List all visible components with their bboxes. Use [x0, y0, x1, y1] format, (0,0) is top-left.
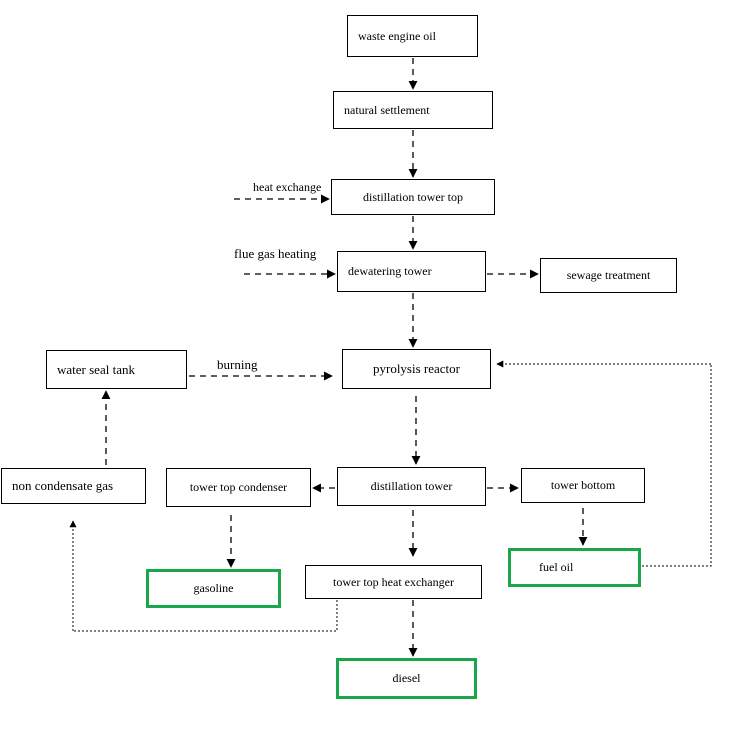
box-tower-bottom: tower bottom: [521, 468, 645, 503]
label-burning: burning: [217, 357, 258, 372]
box-dewatering-tower: dewatering tower: [337, 251, 486, 292]
label-flue-gas-heating: flue gas heating: [234, 246, 317, 261]
box-gasoline: gasoline: [146, 569, 281, 608]
loop-fuel-oil-to-pyrolysis: [642, 364, 712, 567]
box-natural-settlement: natural settlement: [333, 91, 493, 129]
label-heat-exchange: heat exchange: [253, 180, 322, 194]
box-tower-top-condenser: tower top condenser: [166, 468, 311, 507]
box-water-seal-tank: water seal tank: [46, 350, 187, 389]
box-distillation-tower: distillation tower: [337, 467, 486, 506]
box-fuel-oil: fuel oil: [508, 548, 641, 587]
box-waste-engine-oil: waste engine oil: [347, 15, 478, 57]
box-pyrolysis-reactor: pyrolysis reactor: [342, 349, 491, 389]
box-diesel: diesel: [336, 658, 477, 699]
box-distillation-tower-top: distillation tower top: [331, 179, 495, 215]
box-sewage-treatment: sewage treatment: [540, 258, 677, 293]
box-non-condensate-gas: non condensate gas: [1, 468, 146, 504]
box-tower-top-heat-exchanger: tower top heat exchanger: [305, 565, 482, 599]
